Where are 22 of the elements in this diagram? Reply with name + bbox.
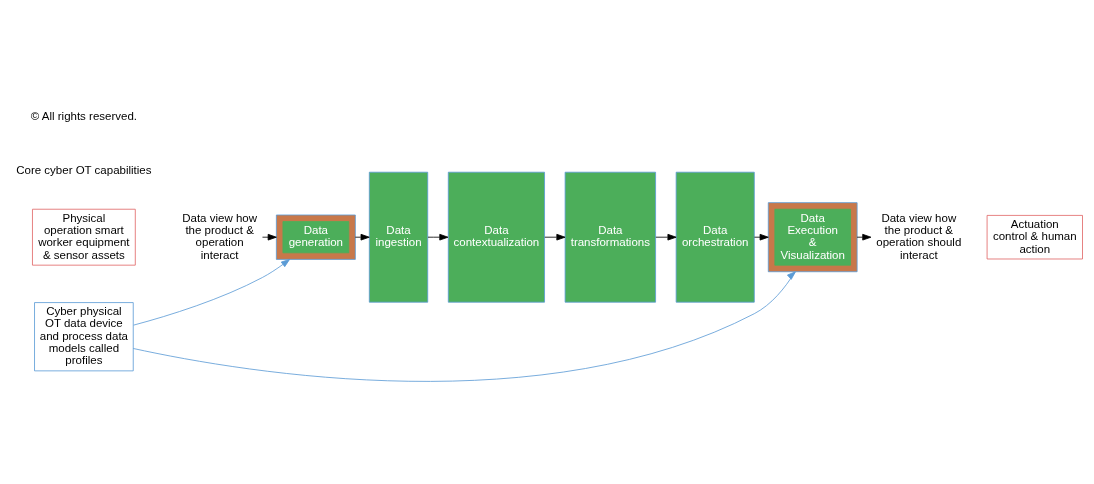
cluster xyxy=(275,214,356,260)
node-box: Data transformations xyxy=(564,171,656,303)
arrow xyxy=(133,259,290,326)
arrow xyxy=(655,233,677,241)
arrow xyxy=(132,271,796,382)
label: © All rights reserved. xyxy=(30,110,138,123)
node-box: Data generation xyxy=(282,221,350,254)
label: Core cyber OT capabilities xyxy=(16,163,152,176)
cluster xyxy=(767,202,858,273)
node-box: Data Execution & Visualization xyxy=(774,208,851,266)
arrow xyxy=(427,233,449,241)
node-box: Physical operation smart worker equipment & sensor assets xyxy=(32,208,136,266)
node-box: Actuation control & human action xyxy=(986,215,1083,260)
node-box: Cyber physical OT data device and process data models called profiles xyxy=(34,302,134,372)
arrow xyxy=(354,233,370,241)
node-box: Data orchestration xyxy=(675,171,755,303)
arrow xyxy=(856,233,872,241)
node-text: Data view how the product & operation should interact xyxy=(876,211,962,261)
node-text: Data view how the product & operation interact xyxy=(182,211,258,261)
node-box: Data ingestion xyxy=(368,171,429,303)
arrow xyxy=(544,233,566,241)
node-box: Data contextualization xyxy=(447,171,545,303)
